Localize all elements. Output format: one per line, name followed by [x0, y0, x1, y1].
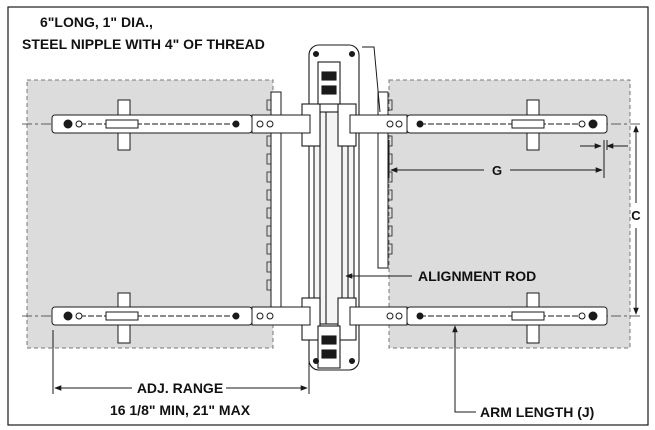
- adj-range-label-line2: 16 1/8" MIN, 21" MAX: [110, 402, 251, 418]
- adj-range-label-line1: ADJ. RANGE: [137, 380, 223, 396]
- bottom-right-arm: [349, 292, 608, 344]
- arm-length-label: ARM LENGTH (J): [480, 404, 594, 420]
- alignment-rod-label: ALIGNMENT ROD: [418, 268, 536, 284]
- nipple-leader: [362, 46, 381, 113]
- arm-length-leader: [452, 325, 476, 413]
- nipple-label-line1: 6"LONG, 1" DIA.,: [40, 14, 153, 30]
- bottom-left-arm: [51, 292, 311, 344]
- dimension-g: [388, 140, 628, 178]
- dimension-adj-range: [52, 330, 310, 394]
- dimension-c-label: C: [631, 208, 641, 223]
- top-left-arm: [51, 99, 311, 151]
- dimension-g-label: G: [492, 163, 502, 178]
- nipple-label-line2: STEEL NIPPLE WITH 4" OF THREAD: [22, 36, 265, 52]
- top-right-arm: [349, 99, 608, 151]
